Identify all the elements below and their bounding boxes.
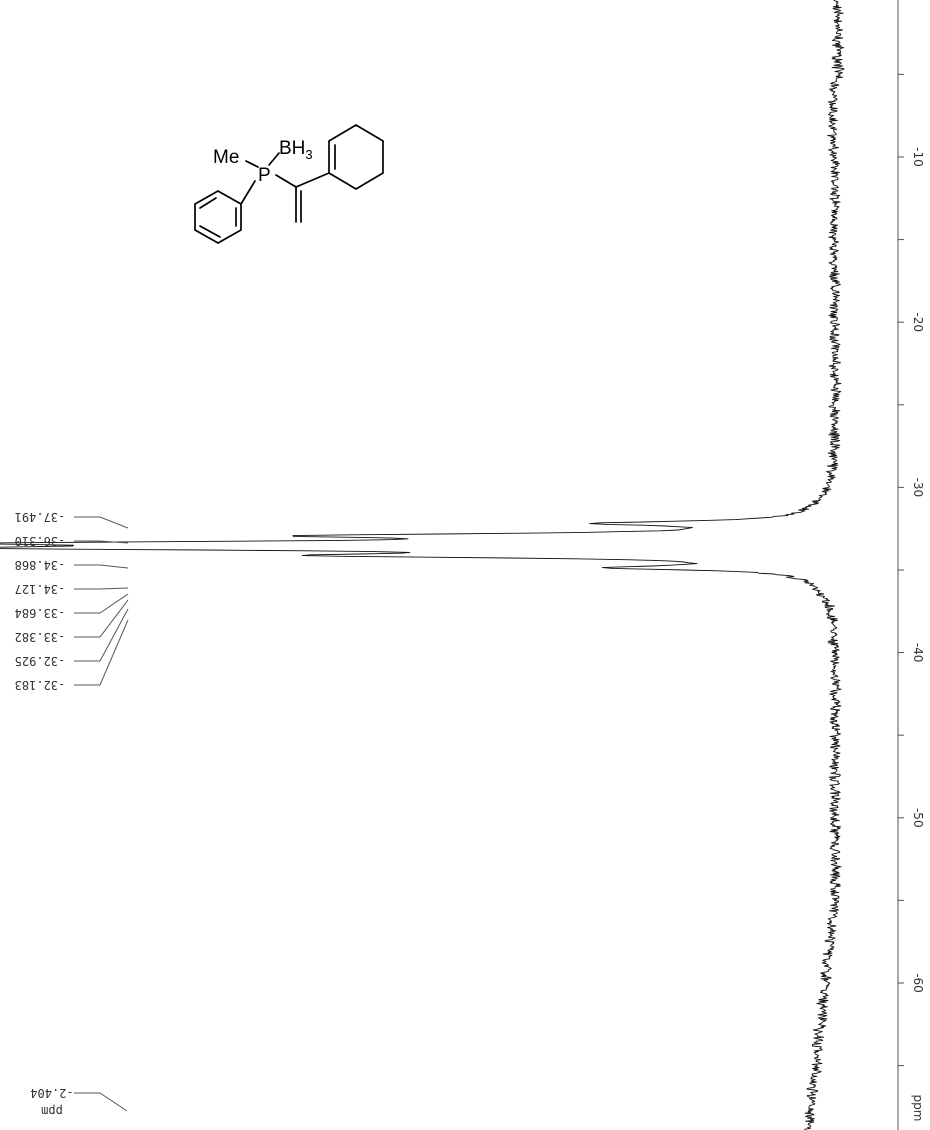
spectrum-trace [0,0,845,1130]
peak-label-leader [74,593,129,614]
extra-label-leader [74,1092,128,1112]
phosphorus-label: P [258,165,271,186]
peak-label: -32.183 [15,678,66,692]
peak-label: -34.868 [15,558,66,572]
peak-label-leader [74,608,129,662]
axis-tick-label: -30 [911,478,925,498]
peak-label: -33.684 [15,606,66,620]
peak-label-leader [74,599,129,638]
peak-labels: -37.491 -36.310 -34.868 -34.127 -33.684 -33.3… [15,510,129,692]
extra-peak-label: -2.404 ppm [30,1086,128,1118]
peak-label-leader [74,619,129,686]
extra-label-unit: ppm [41,1104,63,1118]
peak-label: -36.310 [15,534,66,548]
peak-label-leader [74,516,129,529]
peak-label: -37.491 [15,510,66,524]
peak-label: -34.127 [15,582,66,596]
extra-label-value: -2.404 [30,1086,73,1100]
peak-label-leader [74,540,129,544]
axis-unit-label: ppm [911,1095,925,1122]
peak-label-leader [74,587,129,590]
axis-tick-label: -60 [911,973,925,993]
me-p-bond [245,160,259,168]
phenyl-double-bond-1 [199,197,217,209]
axis-tick-label: -20 [911,312,925,332]
p-vinyl-bond [275,174,297,188]
phenyl-double-bond-3 [199,225,221,238]
peak-label: -33.382 [15,630,66,644]
p-borane-bond [268,152,280,166]
phosphine-borane-structure-icon: Me P BH3 [194,124,384,244]
axis-tick-label: -40 [911,643,925,663]
borane-label: BH3 [279,138,313,162]
axis-tick-label: -50 [911,808,925,828]
methyl-label: Me [213,147,239,168]
axis-ticks: -10 -20 -30 -40 -50 -60 [898,73,925,1067]
peak-label: -32.925 [15,654,66,668]
peak-label-leader [74,564,129,569]
cyclohexene-ring [328,124,384,190]
p-phenyl-bond [240,180,256,205]
axis-tick-label: -10 [911,147,925,167]
vinyl-ring-bond [295,172,330,188]
